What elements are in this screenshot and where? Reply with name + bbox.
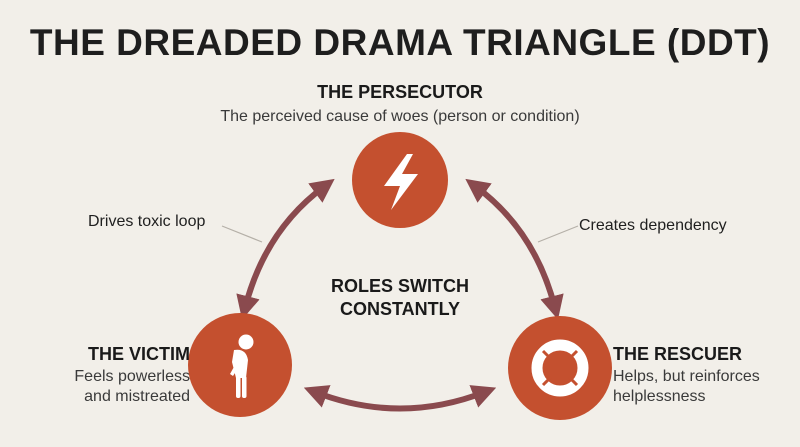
arrow-persecutor-rescuer: [465, 178, 564, 320]
center-caption-line1: ROLES SWITCH: [331, 276, 469, 296]
victim-heading: THE VICTIM: [88, 344, 190, 364]
lightning-icon: [384, 154, 418, 210]
persecutor-description: The perceived cause of woes (person or c…: [220, 108, 580, 125]
arrow-victim-rescuer: [303, 385, 497, 412]
rescuer-description-line2: helplessness: [613, 388, 706, 405]
rescuer-description-line1: Helps, but reinforces: [613, 368, 760, 385]
victim-description-line1: Feels powerless: [74, 368, 190, 385]
page-title: THE DREADED DRAMA TRIANGLE (DDT): [29, 22, 771, 63]
rescuer-heading: THE RESCUER: [613, 344, 743, 364]
center-caption-line2: CONSTANTLY: [339, 299, 460, 319]
center-caption: ROLES SWITCH CONSTANTLY: [300, 275, 500, 321]
victim-description-line2: and mistreated: [84, 388, 190, 405]
right-edge-label: Creates dependency: [579, 217, 727, 234]
right-label-leader: [537, 225, 579, 243]
slumped-person-icon: [230, 334, 254, 398]
victim-node: [188, 313, 292, 417]
persecutor-heading: THE PERSECUTOR: [317, 82, 483, 102]
left-label-leader: [221, 225, 263, 243]
lifebuoy-icon: [531, 339, 589, 397]
left-edge-label: Drives toxic loop: [88, 213, 206, 230]
persecutor-node: [352, 132, 448, 228]
arrow-persecutor-victim: [236, 178, 335, 320]
rescuer-node: [508, 316, 612, 420]
